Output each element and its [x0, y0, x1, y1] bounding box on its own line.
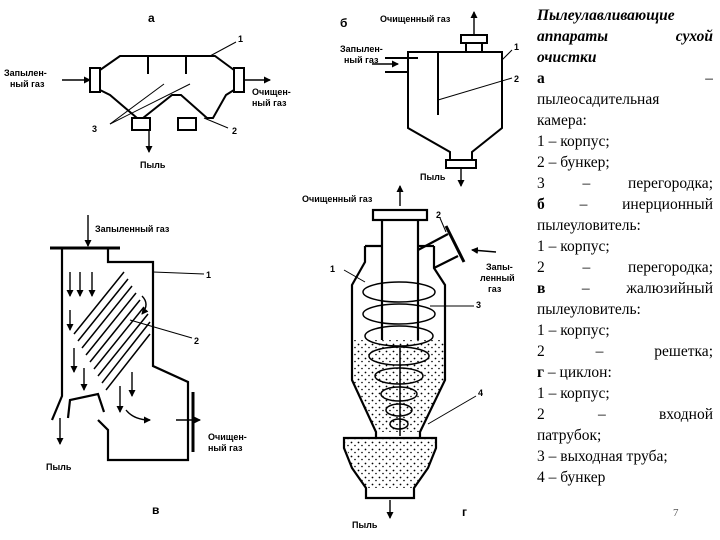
title-line: аппараты сухой [537, 28, 713, 45]
a-dust-label: Пыль [140, 160, 166, 170]
description-line: пылеуловитель: [537, 215, 713, 236]
a-callout-3: 3 [92, 124, 97, 134]
description-line: пылеосадительная [537, 89, 713, 110]
page-number: 7 [673, 507, 679, 519]
g-leader-1 [343, 269, 366, 283]
description-text: камера: [537, 112, 587, 129]
description-text: 2 – входной [537, 406, 713, 423]
b-callout-1: 1 [514, 42, 519, 52]
v-panel-label: в [152, 503, 159, 517]
description-line: 1 – корпус; [537, 320, 713, 341]
g-callout-3: 3 [476, 300, 481, 310]
description-text: – циклон: [544, 364, 612, 381]
description-key: а [537, 70, 545, 87]
description-text: 1 – корпус; [537, 133, 610, 150]
description-line: г – циклон: [537, 362, 713, 383]
description-line: 4 – бункер [537, 467, 713, 488]
a-clean-gas-label: ный газ [252, 98, 287, 108]
description-line: б – инерционный [537, 194, 713, 215]
description-line: 2 – бункер; [537, 152, 713, 173]
description-line: 2 – решетка; [537, 341, 713, 362]
description-text: 3 – выходная труба; [537, 448, 668, 465]
v-callout-2: 2 [194, 336, 199, 346]
description-lines: а – пылеосадительная камера: 1 – корпус; 2 –… [537, 68, 713, 488]
a-dusty-gas-label: Запылен- [4, 68, 47, 78]
g-callout-1: 1 [330, 264, 335, 274]
b-dusty-gas-label: Запылен- [340, 44, 383, 54]
g-dusty-gas-label: ленный [480, 273, 515, 283]
description-line: патрубок; [537, 425, 713, 446]
v-leader-2 [129, 319, 193, 339]
title-line: очистки [537, 49, 597, 66]
description-text: 1 – корпус; [537, 322, 610, 339]
b-dusty-gas-label: ный газ [344, 55, 379, 65]
description-text: 2 – бункер; [537, 154, 610, 171]
v-flow-arrow [141, 295, 149, 315]
description-text: 2 – решетка; [537, 343, 713, 360]
v-clean-gas-label: Очищен- [208, 432, 247, 442]
description-text: 3 – перегородка; [537, 175, 713, 192]
legend-text: Пылеулавливающие аппараты сухой очистки … [537, 5, 713, 488]
description-text: 2 – перегородка; [537, 259, 713, 276]
a-callout-2: 2 [232, 126, 237, 136]
g-inlet-arrow [471, 247, 497, 254]
diagram-g-cyclone [342, 208, 466, 500]
description-key: г [537, 364, 545, 381]
diagram-a-settling-chamber [89, 41, 245, 131]
description-line: 2 – входной [537, 404, 713, 425]
a-dusty-gas-label: ный газ [10, 79, 45, 89]
title-line: Пылеулавливающие [537, 7, 675, 24]
v-clean-gas-label: ный газ [208, 443, 243, 453]
g-leader-2 [439, 217, 447, 233]
g-callout-2: 2 [436, 210, 441, 220]
description-line: а – [537, 68, 713, 89]
a-clean-gas-label: Очищен- [252, 87, 291, 97]
g-dusty-gas-label: газ [488, 284, 502, 294]
b-panel-label: б [340, 16, 347, 30]
diagram-b-inertial-collector [385, 34, 513, 169]
b-clean-gas-label: Очищенный газ [380, 14, 451, 24]
description-text: пылеосадительная [537, 91, 660, 108]
description-line: 1 – корпус; [537, 131, 713, 152]
v-flow-arrow [125, 409, 151, 424]
a-callout-1: 1 [238, 34, 243, 44]
description-text: – [544, 70, 713, 87]
g-dust-label: Пыль [352, 520, 378, 530]
v-dust-label: Пыль [46, 462, 72, 472]
description-text: патрубок; [537, 427, 602, 444]
v-dusty-gas-label: Запыленный газ [95, 224, 170, 234]
description-text: – жалюзийный [545, 280, 713, 297]
description-line: 3 – выходная труба; [537, 446, 713, 467]
v-louver-grid [73, 271, 151, 391]
description-line: 1 – корпус; [537, 236, 713, 257]
description-key: б [537, 196, 545, 213]
description-text: 1 – корпус; [537, 238, 610, 255]
description-key: в [537, 280, 546, 297]
description-line: пылеуловитель: [537, 299, 713, 320]
diagram-v-louver-collector [50, 246, 195, 462]
v-callout-1: 1 [206, 270, 211, 280]
description-text: пылеуловитель: [537, 301, 641, 318]
a-panel-label: а [148, 11, 155, 25]
g-callout-4: 4 [478, 388, 483, 398]
description-text: – инерционный [544, 196, 713, 213]
dust-collectors-diagram: а Запылен- ный газ Очищен- ный газ Пыль … [4, 11, 519, 530]
b-callout-2: 2 [514, 74, 519, 84]
g-panel-label: г [462, 505, 467, 519]
description-line: камера: [537, 110, 713, 131]
description-line: 3 – перегородка; [537, 173, 713, 194]
g-dusty-gas-label: Запы- [486, 262, 513, 272]
g-leader-4 [427, 395, 477, 425]
description-line: в – жалюзийный [537, 278, 713, 299]
g-clean-gas-label: Очищенный газ [302, 194, 373, 204]
description-text: 1 – корпус; [537, 385, 610, 402]
description-text: пылеуловитель: [537, 217, 641, 234]
b-dust-label: Пыль [420, 172, 446, 182]
v-leader-1 [152, 271, 205, 275]
description-line: 1 – корпус; [537, 383, 713, 404]
description-text: 4 – бункер [537, 469, 606, 486]
description-line: 2 – перегородка; [537, 257, 713, 278]
